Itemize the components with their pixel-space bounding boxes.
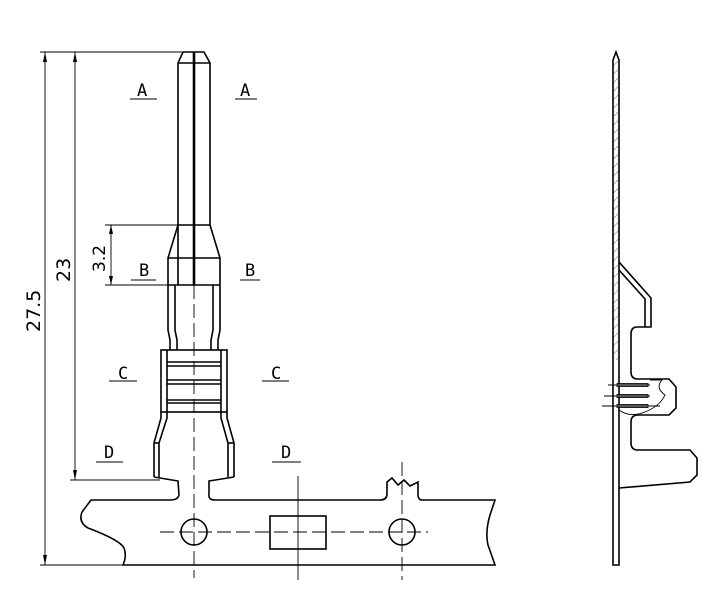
section-label-d-left: D (104, 443, 114, 463)
dimension-lines (40, 51, 182, 566)
section-label-c-right: C (271, 364, 281, 384)
section-label-a-right: A (240, 81, 250, 101)
dimension-27-5: 27.5 (23, 290, 45, 332)
section-label-d-right: D (281, 443, 291, 463)
pin-side-view (602, 49, 698, 566)
section-label-c-left: C (118, 364, 128, 384)
section-label-a-left: A (137, 81, 147, 101)
dimension-23: 23 (53, 258, 75, 282)
section-labels: A A B B C C D D (96, 81, 301, 463)
dimension-3-2: 3.2 (90, 245, 110, 272)
section-label-b-right: B (245, 261, 255, 281)
pin-front-view (80, 51, 497, 580)
section-label-b-left: B (139, 261, 149, 281)
